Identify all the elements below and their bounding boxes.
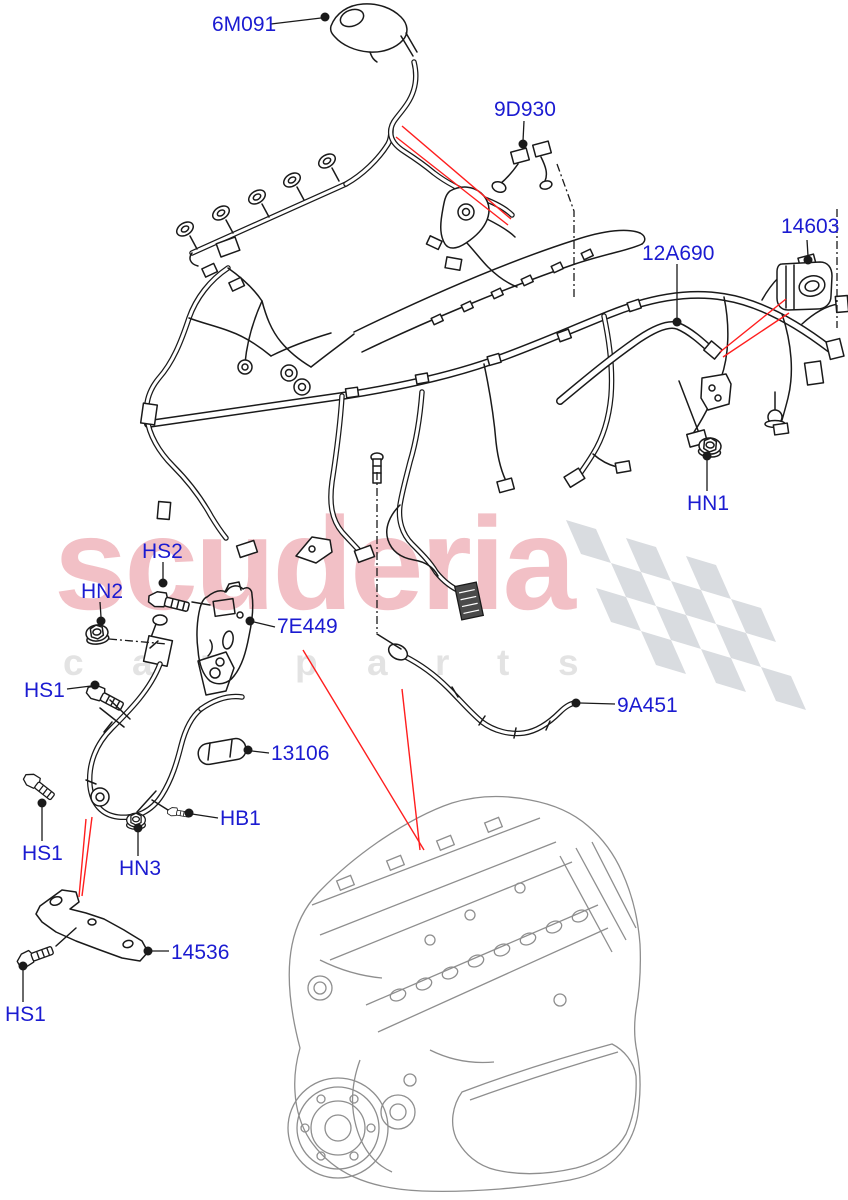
engine-illustration [287,795,642,1193]
red-reference-lines [78,125,790,898]
watermark-letter: s [558,642,579,683]
dash-reference-lines [108,163,838,650]
bolt-hs2 [146,588,192,616]
injector-harness-illustration [173,3,515,267]
callout-leaders [18,12,813,1002]
callout-6M091[interactable]: 6M091 [212,13,277,36]
callout-13106[interactable]: 13106 [271,742,330,765]
callout-HN2[interactable]: HN2 [81,580,124,603]
bolt-hs1-b [20,769,58,803]
fuel-rail-connector-stubs [430,248,594,326]
watermark-letter: r [435,642,450,683]
callout-14536[interactable]: 14536 [171,941,230,964]
watermark-letter: t [497,642,510,683]
callout-HS1-a[interactable]: HS1 [24,679,65,702]
callout-HS1-b[interactable]: HS1 [22,842,63,865]
bracket-7e449 [196,581,254,685]
bracket-14536 [35,889,149,962]
watermark-brand: scuderia [54,490,576,637]
callout-HN3[interactable]: HN3 [119,857,162,880]
cable-9a451 [387,643,579,739]
watermark-letter: a [367,642,388,683]
callout-9A451[interactable]: 9A451 [617,694,678,717]
grommet-14603 [776,261,833,311]
nut-hn2 [84,622,111,647]
callout-HS2[interactable]: HS2 [142,540,183,563]
callout-HN1[interactable]: HN1 [687,492,730,515]
checkered-flag-watermark [566,520,806,710]
callout-9D930[interactable]: 9D930 [494,98,556,121]
main-harness-illustration [14,140,848,970]
watermark-letter: p [295,642,318,683]
callout-HS1-c[interactable]: HS1 [5,1003,46,1026]
watermark-letter: c [63,642,84,683]
callout-12A690[interactable]: 12A690 [642,242,715,265]
callout-HB1[interactable]: HB1 [220,807,261,830]
battery-cable-13106 [85,614,247,821]
callout-7E449[interactable]: 7E449 [277,615,338,638]
sensor-pigtail-9d930 [491,140,553,194]
callout-14603[interactable]: 14603 [781,215,840,238]
